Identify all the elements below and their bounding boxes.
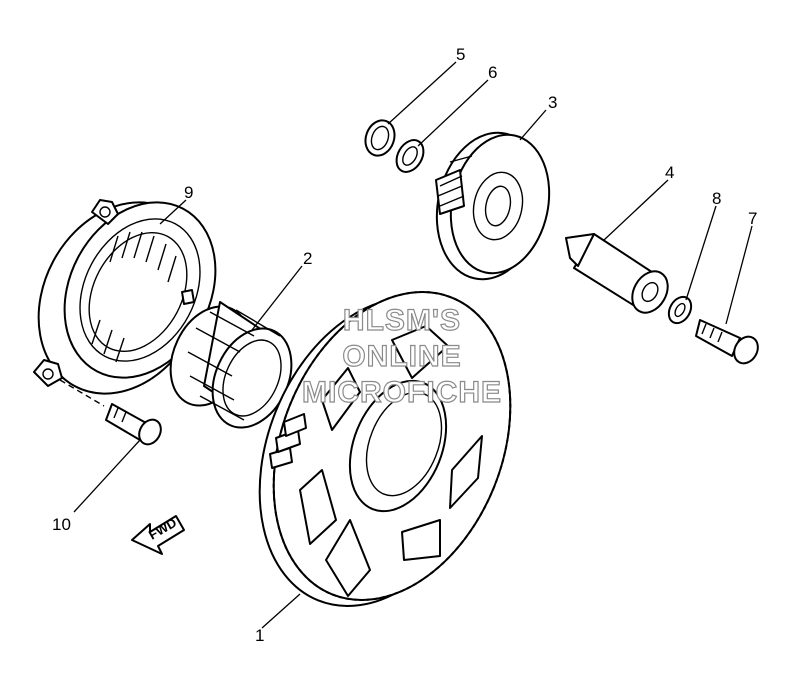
callout-1: 1 [255, 626, 264, 645]
watermark-line-2: ONLINE [342, 340, 461, 373]
watermark-line-1: HLSM'S [343, 304, 461, 337]
callout-10: 10 [52, 515, 71, 534]
part-3-gear [435, 131, 551, 281]
part-8-washer [667, 295, 693, 325]
watermark-line-3: MICROFICHE [302, 376, 502, 409]
part-10-bolt [59, 379, 162, 446]
part-7-bolt [695, 319, 759, 365]
part-1-gear [258, 291, 512, 607]
callout-7: 7 [748, 209, 757, 228]
callout-3: 3 [548, 93, 557, 112]
callout-2: 2 [303, 249, 312, 268]
leader-lines [73, 61, 753, 629]
part-4-shaft [565, 233, 669, 314]
part-5-circlip [364, 119, 396, 157]
callout-8: 8 [712, 189, 721, 208]
part-6-washer [395, 139, 425, 173]
callout-4: 4 [665, 163, 674, 182]
callout-5: 5 [456, 45, 465, 64]
watermark: HLSM'S ONLINE MICROFICHE [301, 303, 502, 409]
part-2-bearing-cage [169, 301, 293, 429]
callout-6: 6 [488, 63, 497, 82]
fwd-arrow: FWD [131, 515, 185, 555]
callout-numbers: 1 2 3 4 5 6 7 8 9 10 [52, 45, 757, 645]
callout-9: 9 [184, 183, 193, 202]
